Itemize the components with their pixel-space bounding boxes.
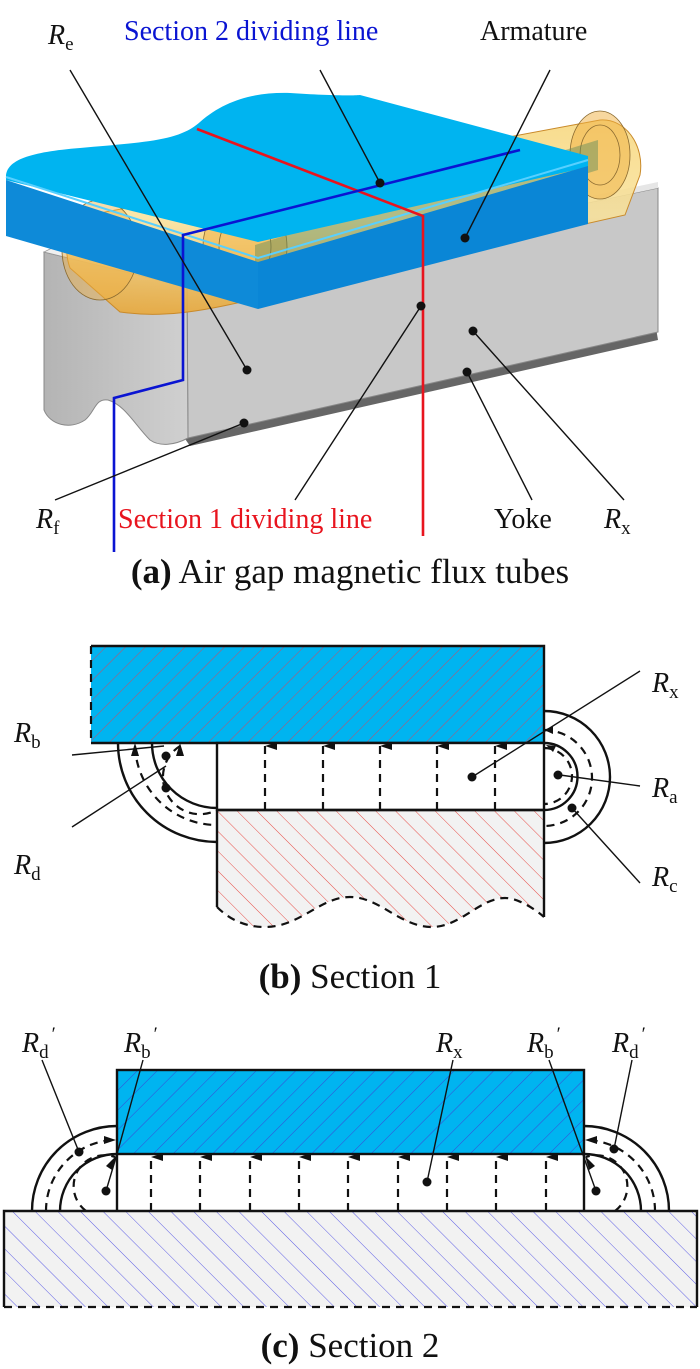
caption-a: (a) Air gap magnetic flux tubes bbox=[131, 552, 569, 591]
label-rc: Rc bbox=[651, 862, 678, 897]
section-lines bbox=[112, 127, 521, 552]
label-rx-b: Rx bbox=[651, 668, 679, 703]
label-armature: Armature bbox=[480, 16, 587, 47]
label-rd-prime-right: Rd′ bbox=[611, 1024, 646, 1063]
label-ra: Ra bbox=[651, 773, 678, 808]
yoke-section-b bbox=[217, 810, 544, 927]
fringe-arcs-left-c bbox=[30, 1124, 118, 1212]
label-rf: Rf bbox=[35, 504, 60, 539]
label-rd-prime-left: Rd′ bbox=[21, 1024, 56, 1063]
caption-c: (c) Section 2 bbox=[261, 1326, 440, 1365]
fringe-arcs-right-c bbox=[583, 1124, 671, 1212]
label-section-2-dividing-line: Section 2 dividing line bbox=[124, 16, 378, 47]
section-1-dividing-line bbox=[196, 127, 425, 536]
label-rb-prime-left: Rb′ bbox=[123, 1024, 158, 1063]
section-2-dividing-line bbox=[112, 148, 521, 552]
label-re: Re bbox=[47, 20, 74, 55]
panel-c-leaders bbox=[41, 1059, 633, 1196]
panel-b-section-1: Rx Rb Ra Rd Rc (b) Section 1 bbox=[13, 644, 679, 996]
armature-section-c bbox=[115, 1068, 586, 1156]
yoke-section-c bbox=[4, 1211, 697, 1307]
flux-arrows-b bbox=[263, 742, 507, 810]
label-rb: Rb bbox=[13, 718, 41, 753]
panel-a-leaders bbox=[54, 69, 625, 501]
panel-c-section-2: Rd′ Rb′ Rx Rb′ Rd′ (c) Section 2 bbox=[2, 1024, 699, 1365]
panel-b-leaders bbox=[71, 670, 641, 884]
flux-arrows-c bbox=[149, 1153, 558, 1211]
label-rb-prime-right: Rb′ bbox=[526, 1024, 561, 1063]
panel-a-3d-model: Re Section 2 dividing line Armature Rf S… bbox=[5, 16, 659, 591]
armature-section-b bbox=[91, 646, 544, 743]
caption-b: (b) Section 1 bbox=[259, 957, 442, 996]
label-rx-c: Rx bbox=[435, 1028, 463, 1063]
label-rd: Rd bbox=[13, 850, 41, 885]
label-rx-a: Rx bbox=[603, 504, 631, 539]
label-yoke: Yoke bbox=[494, 504, 552, 535]
label-section-1-dividing-line: Section 1 dividing line bbox=[118, 504, 372, 535]
